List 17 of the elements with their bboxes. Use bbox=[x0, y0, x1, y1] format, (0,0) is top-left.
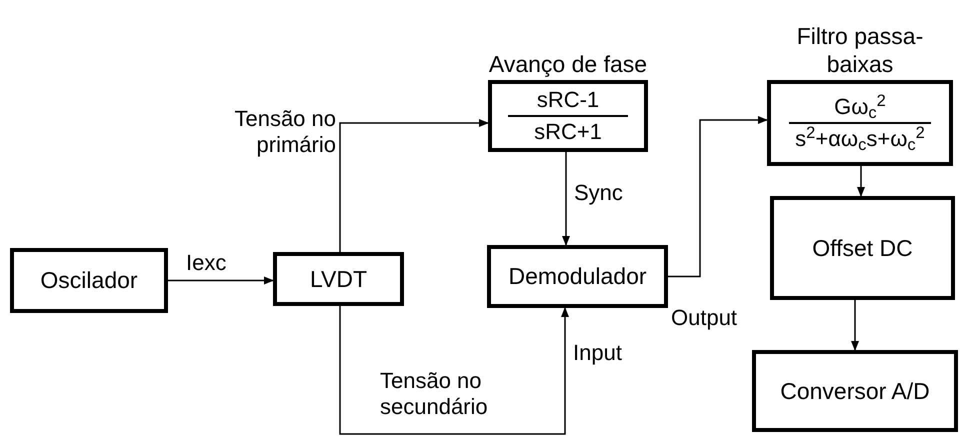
denominator: sRC+1 bbox=[534, 119, 602, 145]
process-box: LVDT bbox=[273, 252, 404, 306]
block-title: Filtro passa-baixas bbox=[796, 22, 924, 79]
signal-label: Input bbox=[573, 340, 622, 366]
connector-arrow bbox=[857, 166, 865, 197]
connector-arrow bbox=[668, 116, 768, 278]
process-box: Oscilador bbox=[10, 248, 168, 313]
connector-arrow bbox=[562, 152, 570, 246]
connector-arrow bbox=[851, 300, 859, 351]
block-title: Avanço de fase bbox=[488, 50, 648, 79]
connector-arrow bbox=[339, 306, 569, 435]
process-box: Demodulador bbox=[487, 245, 668, 308]
connector-arrow bbox=[168, 276, 274, 284]
connector-arrow bbox=[339, 119, 489, 252]
process-box: Offset DC bbox=[770, 196, 955, 300]
numerator: sRC-1 bbox=[536, 87, 600, 113]
process-box: Conversor A/D bbox=[752, 350, 958, 432]
